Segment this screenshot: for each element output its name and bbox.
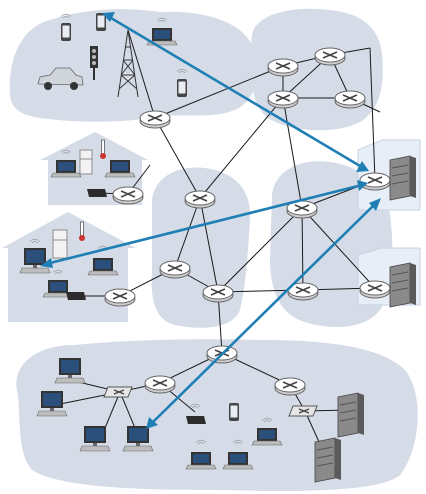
refrigerator-icon [52, 229, 68, 259]
car-icon [37, 67, 84, 90]
router-icon [112, 186, 144, 205]
server-rack-icon [314, 437, 342, 483]
home-network-2-devices [19, 221, 119, 300]
cell-tower-icon [117, 29, 139, 98]
router-icon [159, 260, 191, 279]
router-icon [314, 47, 346, 66]
desktop-computer-icon [54, 357, 86, 384]
desktop-computer-icon [79, 425, 111, 452]
smartphone-icon [177, 79, 187, 97]
router-icon [359, 280, 391, 299]
end-to-end-arrows [40, 12, 381, 429]
thermometer-icon [100, 139, 106, 159]
server-rack-icon [337, 392, 365, 438]
mobile-devices [37, 13, 188, 98]
desktop-computer-icon [122, 425, 154, 452]
switch-icon [103, 386, 133, 398]
smartphone-icon [229, 403, 239, 421]
router-icon [144, 375, 176, 394]
server-rack-icon [389, 262, 417, 308]
home-network-1-devices [50, 139, 136, 197]
connection-phone-to-datacenter [102, 12, 369, 172]
smartphone-icon [61, 23, 71, 41]
cable-modem-icon [87, 189, 107, 197]
switch-icon [288, 405, 318, 417]
router-icon [139, 110, 171, 129]
router-icon [267, 90, 299, 109]
connection-datacenter-to-home-pc [40, 180, 368, 268]
router-icon [334, 90, 366, 109]
connection-datacenter-to-enterprise-pc [146, 198, 381, 429]
router-icon [104, 288, 136, 307]
refrigerator-icon [79, 149, 93, 175]
router-icon [267, 58, 299, 77]
router-icon [274, 377, 306, 396]
desktop-computer-icon [36, 390, 68, 417]
desktop-computer-icon [19, 247, 51, 274]
router-icon [202, 284, 234, 303]
server-rack-icon [389, 155, 417, 201]
cable-modem-icon [186, 416, 206, 424]
router-icon [184, 190, 216, 209]
datacenter-servers [389, 155, 417, 308]
traffic-light-icon [90, 46, 98, 80]
router-icon [359, 172, 391, 191]
thermometer-icon [79, 221, 85, 241]
cable-modem-icon [66, 292, 86, 300]
